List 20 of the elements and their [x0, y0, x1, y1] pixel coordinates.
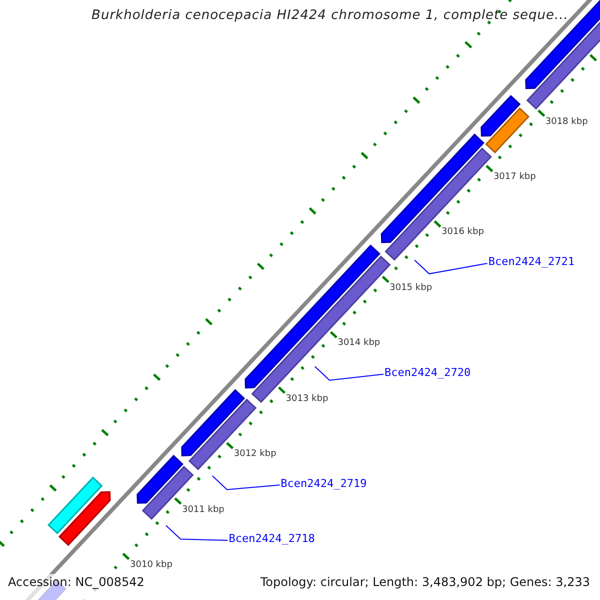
- leader-line: [166, 525, 228, 541]
- scale-label: 3012 kbp: [234, 449, 276, 460]
- scale-label: 3010 kbp: [130, 560, 172, 570]
- scale-label: 3013 kbp: [286, 394, 328, 404]
- gene-label: Bcen2424_2721: [488, 256, 574, 269]
- genome-info-text: Topology: circular; Length: 3,483,902 bp; Genes: 3,233: [260, 576, 590, 590]
- scale-label: 3014 kbp: [338, 338, 380, 349]
- leader-line: [314, 366, 384, 381]
- accession-text: Accession: NC_008542: [8, 576, 144, 590]
- leader-line: [414, 260, 488, 274]
- scale-label: 3018 kbp: [545, 116, 588, 128]
- scale-label: 3015 kbp: [390, 282, 432, 294]
- scale-label: 3017 kbp: [493, 172, 536, 182]
- scale-label: 3016 kbp: [442, 227, 484, 238]
- gene-label: Bcen2424_2719: [280, 478, 367, 491]
- gene-label: Bcen2424_2718: [228, 533, 315, 546]
- gene-label: Bcen2424_2720: [384, 367, 471, 380]
- title: Burkholderia cenocepacia HI2424 chromosome 1, complete seque...: [90, 9, 570, 24]
- leader-line: [212, 475, 280, 490]
- scale-label: 3011 kbp: [182, 504, 224, 515]
